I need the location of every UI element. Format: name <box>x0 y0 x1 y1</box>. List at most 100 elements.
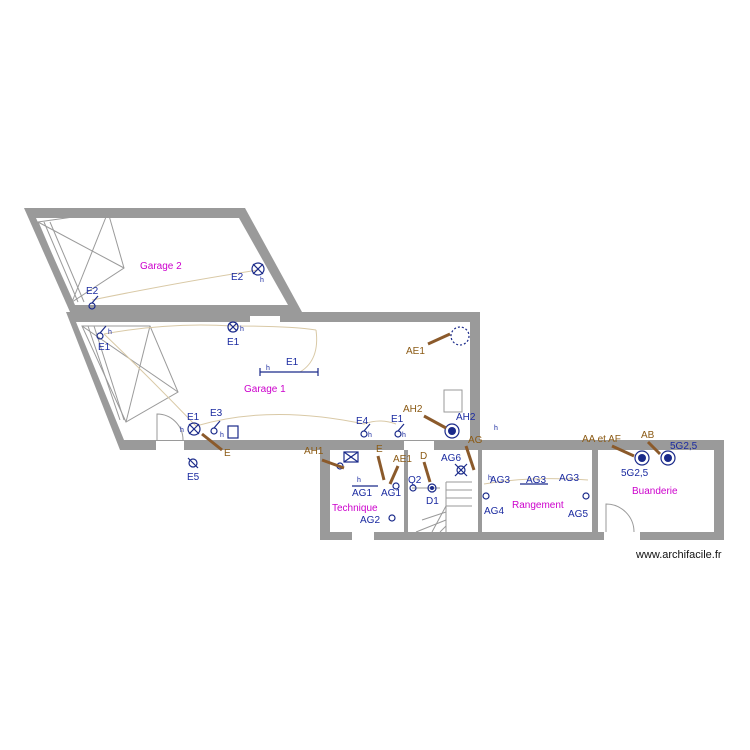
stair-floor <box>408 450 478 532</box>
socket-symbol-ag5 <box>582 492 590 500</box>
light-symbol-e1-top <box>227 321 239 333</box>
arrow-ab <box>646 440 662 456</box>
circuit-label-aa-af: AA et AF <box>582 434 621 445</box>
device-label-e1-line: E1 <box>286 357 299 368</box>
room-label-technique: Technique <box>332 503 378 514</box>
device-label-e1-bottom: E1 <box>187 412 200 423</box>
circuit-label-ae1-top: AE1 <box>406 346 425 357</box>
junction-symbol-ae1 <box>450 326 470 346</box>
e3-box <box>227 425 239 439</box>
arrow-d <box>422 461 432 483</box>
arrow-ae1-bottom <box>388 465 400 485</box>
buanderie-door-opening <box>604 532 640 540</box>
circuit-labels: AE1 AH2 AH1 E E AE1 D AG AA et AF AB <box>224 346 655 465</box>
room-label-buanderie: Buanderie <box>632 486 678 497</box>
light-symbol-e5 <box>188 458 198 468</box>
socket-symbol-ag1-b <box>392 482 400 490</box>
stair <box>412 481 472 533</box>
h-mark: h <box>266 365 270 372</box>
device-label-e4: E4 <box>356 416 369 427</box>
device-label-e1-left: E1 <box>98 342 111 353</box>
device-label-d1: D1 <box>426 496 439 507</box>
device-label-e1-top: E1 <box>227 337 240 348</box>
device-label-e3: E3 <box>210 408 223 419</box>
circuit-label-e-mid: E <box>376 444 383 455</box>
device-label-e5: E5 <box>187 472 200 483</box>
panel-symbol <box>343 451 359 463</box>
arrow-e-mid <box>376 455 386 481</box>
h-mark: h <box>368 432 372 439</box>
walls <box>24 208 724 540</box>
arrow-ah1 <box>321 458 345 470</box>
socket-symbol-ah2 <box>444 423 460 439</box>
device-labels: E2 E2 E1 E1 E1 E1 E3 E5 E4 E1 AH2 AG1 AG… <box>86 272 698 526</box>
device-label-ag5: AG5 <box>568 509 588 520</box>
buanderie-floor <box>598 450 714 532</box>
device-label-5g25-a: 5G2,5 <box>621 468 649 479</box>
garage1-floor <box>76 322 470 440</box>
height-marks: h h h h h h h h h h h <box>108 277 498 484</box>
h-mark: h <box>402 432 406 439</box>
circuit-arrows <box>201 332 662 485</box>
light-symbol-e1-bottom <box>187 422 201 436</box>
circuit-label-e-left: E <box>224 448 231 459</box>
socket-symbol-5g25-a <box>634 450 650 466</box>
socket-symbol-5g25-b <box>660 450 676 466</box>
light-symbol-e2 <box>251 262 265 276</box>
h-mark: h <box>494 425 498 432</box>
h-mark: h <box>240 326 244 333</box>
garage1-door-swing <box>156 413 184 441</box>
h-mark: h <box>260 277 264 284</box>
arrow-e-left <box>201 432 223 452</box>
h-mark: h <box>357 477 361 484</box>
garage-doors <box>37 211 635 533</box>
device-label-ag6: AG6 <box>441 453 461 464</box>
device-label-ag1-b: AG1 <box>381 488 401 499</box>
socket-symbol-ag4 <box>482 492 490 500</box>
arrow-ae1-top <box>427 332 451 346</box>
device-label-ah2: AH2 <box>456 412 476 423</box>
room-label-rangement: Rangement <box>512 500 564 511</box>
arrow-ag <box>464 445 476 471</box>
circuit-label-ae1-bottom: AE1 <box>393 454 412 465</box>
h-mark: h <box>488 475 492 482</box>
ah2-box <box>443 389 463 413</box>
device-label-ag3-b: AG3 <box>526 475 546 486</box>
device-label-ag3-a: AG3 <box>490 475 510 486</box>
d1-symbol <box>427 483 437 493</box>
garage1-top-window <box>250 316 280 322</box>
buanderie-door-swing <box>605 503 635 533</box>
device-label-e2-switch: E2 <box>86 286 99 297</box>
room-label-garage1: Garage 1 <box>244 384 286 395</box>
h-mark: h <box>180 427 184 434</box>
device-label-e1-stair: E1 <box>391 414 404 425</box>
rangement-floor <box>482 450 592 532</box>
circuit-label-ah2: AH2 <box>403 404 423 415</box>
watermark: www.archifacile.fr <box>635 549 722 561</box>
q2-symbol <box>409 484 417 492</box>
h-mark: h <box>108 329 112 336</box>
garage2-floor <box>36 218 288 305</box>
room-labels: Garage 2 Garage 1 Technique Rangement Bu… <box>140 261 678 514</box>
circuit-label-ah1: AH1 <box>304 446 324 457</box>
garage1-bottom-door <box>156 441 184 450</box>
device-label-5g25-b: 5G2,5 <box>670 441 698 452</box>
socket-symbol-ag6 <box>456 465 466 475</box>
technique-opening <box>352 532 374 540</box>
circuit-label-ab: AB <box>641 430 655 441</box>
circuit-label-ag: AG <box>468 435 483 446</box>
circuit-label-d: D <box>420 451 427 462</box>
room-label-garage2: Garage 2 <box>140 261 182 272</box>
stair-opening <box>404 441 434 450</box>
arrow-ah2 <box>423 414 447 430</box>
devices <box>88 262 676 522</box>
device-label-ag3-c: AG3 <box>559 473 579 484</box>
socket-symbol-ag2 <box>388 514 396 522</box>
device-label-ag2: AG2 <box>360 515 380 526</box>
device-label-e2-light: E2 <box>231 272 244 283</box>
device-label-ag1-a: AG1 <box>352 488 372 499</box>
device-label-q2: Q2 <box>408 475 422 486</box>
device-label-ag4: AG4 <box>484 506 504 517</box>
arrow-aa-af <box>611 444 635 458</box>
